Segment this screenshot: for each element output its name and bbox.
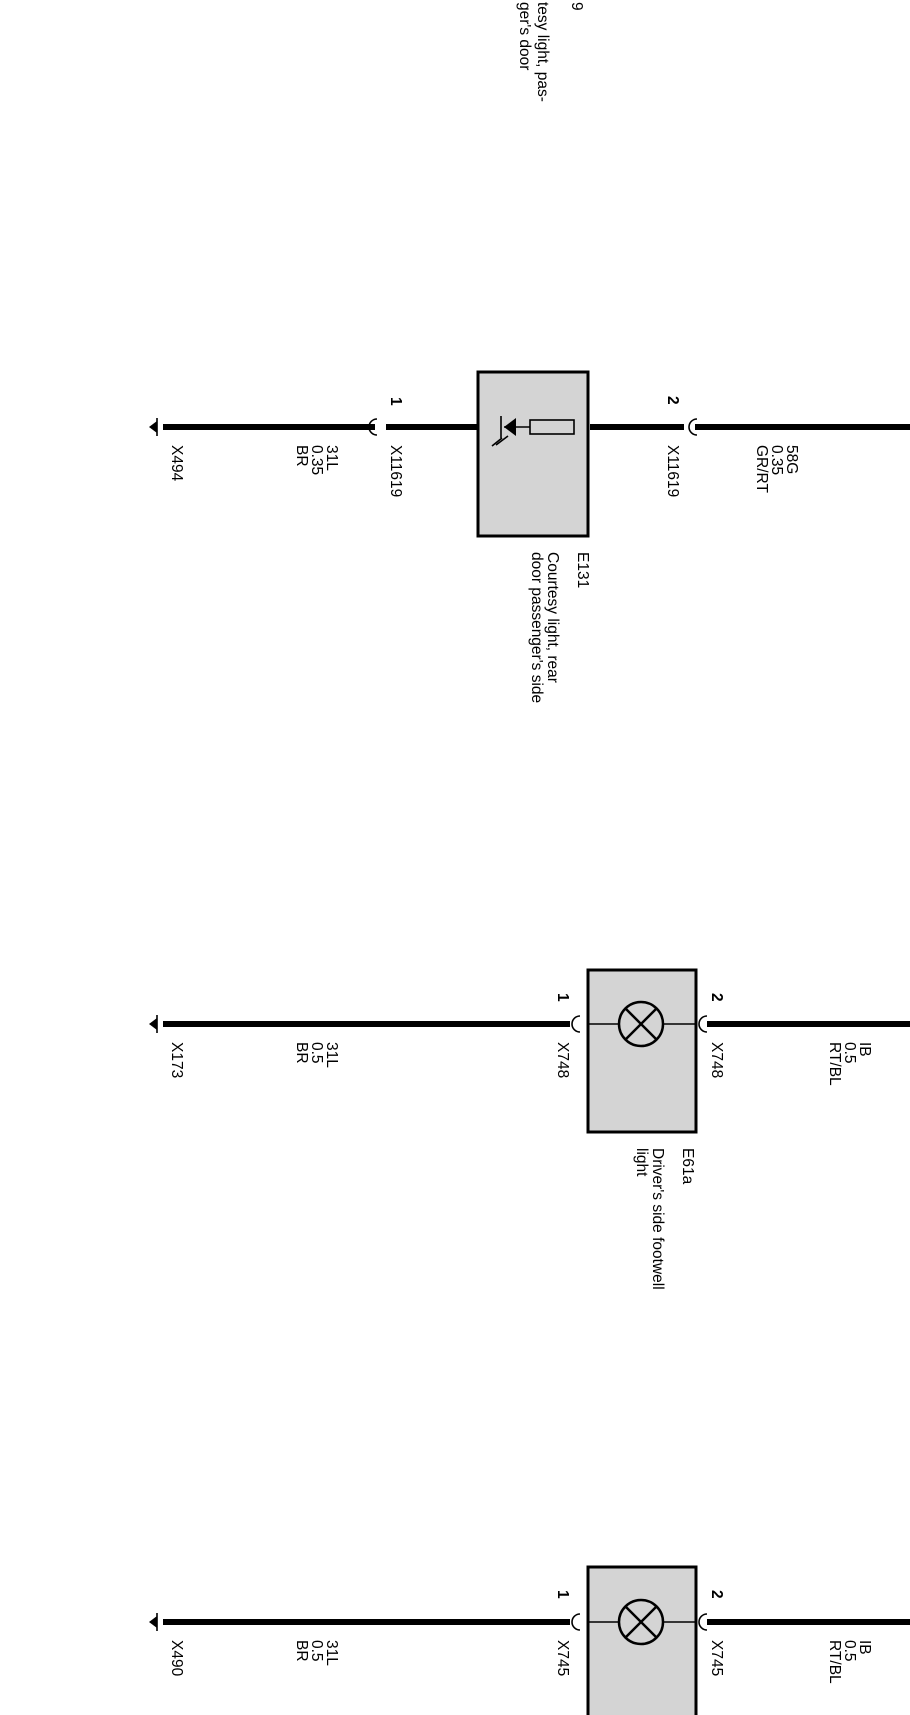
connector-cup-e131-top (688, 418, 698, 436)
pin-e131-top: 2 (664, 396, 681, 405)
component-desc-1: Courtesy light, rear (544, 552, 561, 683)
led-icon (504, 418, 516, 436)
ground-x745: X490 (168, 1640, 185, 1677)
wire-color: GR/RT (753, 445, 770, 493)
wire-color: RT/BL (826, 1042, 843, 1086)
component-desc-2: door passenger's side (528, 552, 545, 703)
pin-e131-bottom: 1 (387, 397, 404, 406)
wire-circuit: 31L (323, 1042, 340, 1068)
top-component-label: 9 tesy light, pas- ger's door (516, 2, 585, 102)
circuit-e131: 2 1 X11619 X11619 58G 0.35 GR/RT 31L 0.3… (149, 370, 910, 703)
connector-x745-top: X745 (708, 1640, 725, 1676)
wire-gauge: 0.5 (841, 1640, 858, 1662)
wire-gauge: 0.5 (308, 1640, 325, 1662)
circuit-x745: 2 1 X745 X745 IB 0.5 RT/BL 31L 0.5 BR X4… (149, 1565, 910, 1715)
component-label-e131: E131 Courtesy light, rear door passenger… (528, 552, 591, 703)
top-component-id: 9 (568, 2, 585, 11)
wire-gauge: 0.35 (768, 445, 785, 475)
component-label-e61a: E61a Driver's side footwell light (633, 1148, 696, 1290)
connector-e61a-top: X748 (708, 1042, 725, 1078)
connector-cup-x745-top (698, 1613, 708, 1631)
top-component-desc-1: tesy light, pas- (534, 2, 551, 102)
ground-icon (149, 1613, 158, 1631)
wire-color: BR (293, 1042, 310, 1064)
connector-x745-bottom: X745 (554, 1640, 571, 1676)
wire-circuit: IB (856, 1640, 873, 1655)
connector-cup-e61a-bottom (571, 1015, 581, 1033)
lamp-icon (617, 1598, 665, 1646)
component-id: E61a (679, 1148, 696, 1185)
circuit-e61a: 2 1 X748 X748 IB 0.5 RT/BL 31L 0.5 BR E6… (149, 968, 910, 1290)
component-desc-1: Driver's side footwell (649, 1148, 666, 1290)
ground-e131: X494 (168, 445, 185, 482)
ground-icon (149, 418, 158, 436)
pin-e61a-bottom: 1 (554, 993, 571, 1002)
connector-cup-e61a-top (698, 1015, 708, 1033)
lamp-icon (617, 1000, 665, 1048)
wire-circuit: 31L (323, 445, 340, 471)
pin-e61a-top: 2 (708, 993, 725, 1002)
connector-cup-x745-bottom (571, 1613, 581, 1631)
pin-x745-top: 2 (708, 1590, 725, 1599)
component-box-e131 (476, 370, 590, 538)
connector-e61a-bottom: X748 (554, 1042, 571, 1078)
wire-circuit: IB (856, 1042, 873, 1057)
wire-label-x745-top: IB 0.5 RT/BL (826, 1640, 873, 1684)
wire-label-e131-bottom: 31L 0.35 BR (293, 445, 340, 475)
ground-e61a: X173 (168, 1042, 185, 1078)
wire-label-e131-top: 58G 0.35 GR/RT (753, 445, 800, 493)
pin-x745-bottom: 1 (554, 1590, 571, 1599)
ground-icon (149, 1015, 158, 1033)
wire-color: BR (293, 445, 310, 467)
component-box-e61a (586, 968, 698, 1134)
wire-color: BR (293, 1640, 310, 1662)
connector-cup-e131-bottom (368, 418, 378, 436)
led-ray-1 (495, 435, 509, 446)
wire-label-x745-bottom: 31L 0.5 BR (293, 1640, 340, 1666)
top-component-desc-2: ger's door (516, 2, 533, 70)
wire-color: RT/BL (826, 1640, 843, 1684)
wire-gauge: 0.5 (308, 1042, 325, 1064)
component-desc-2: light (633, 1148, 650, 1177)
wire-circuit: 58G (783, 445, 800, 474)
wire-label-e61a-top: IB 0.5 RT/BL (826, 1042, 873, 1086)
led-ray-2 (491, 437, 503, 447)
connector-e131-bottom: X11619 (387, 445, 404, 497)
connector-e131-top: X11619 (664, 445, 681, 497)
wire-gauge: 0.35 (308, 445, 325, 475)
wire-circuit: 31L (323, 1640, 340, 1666)
component-id: E131 (574, 552, 591, 588)
wire-label-e61a-bottom: 31L 0.5 BR (293, 1042, 340, 1068)
wire-gauge: 0.5 (841, 1042, 858, 1064)
